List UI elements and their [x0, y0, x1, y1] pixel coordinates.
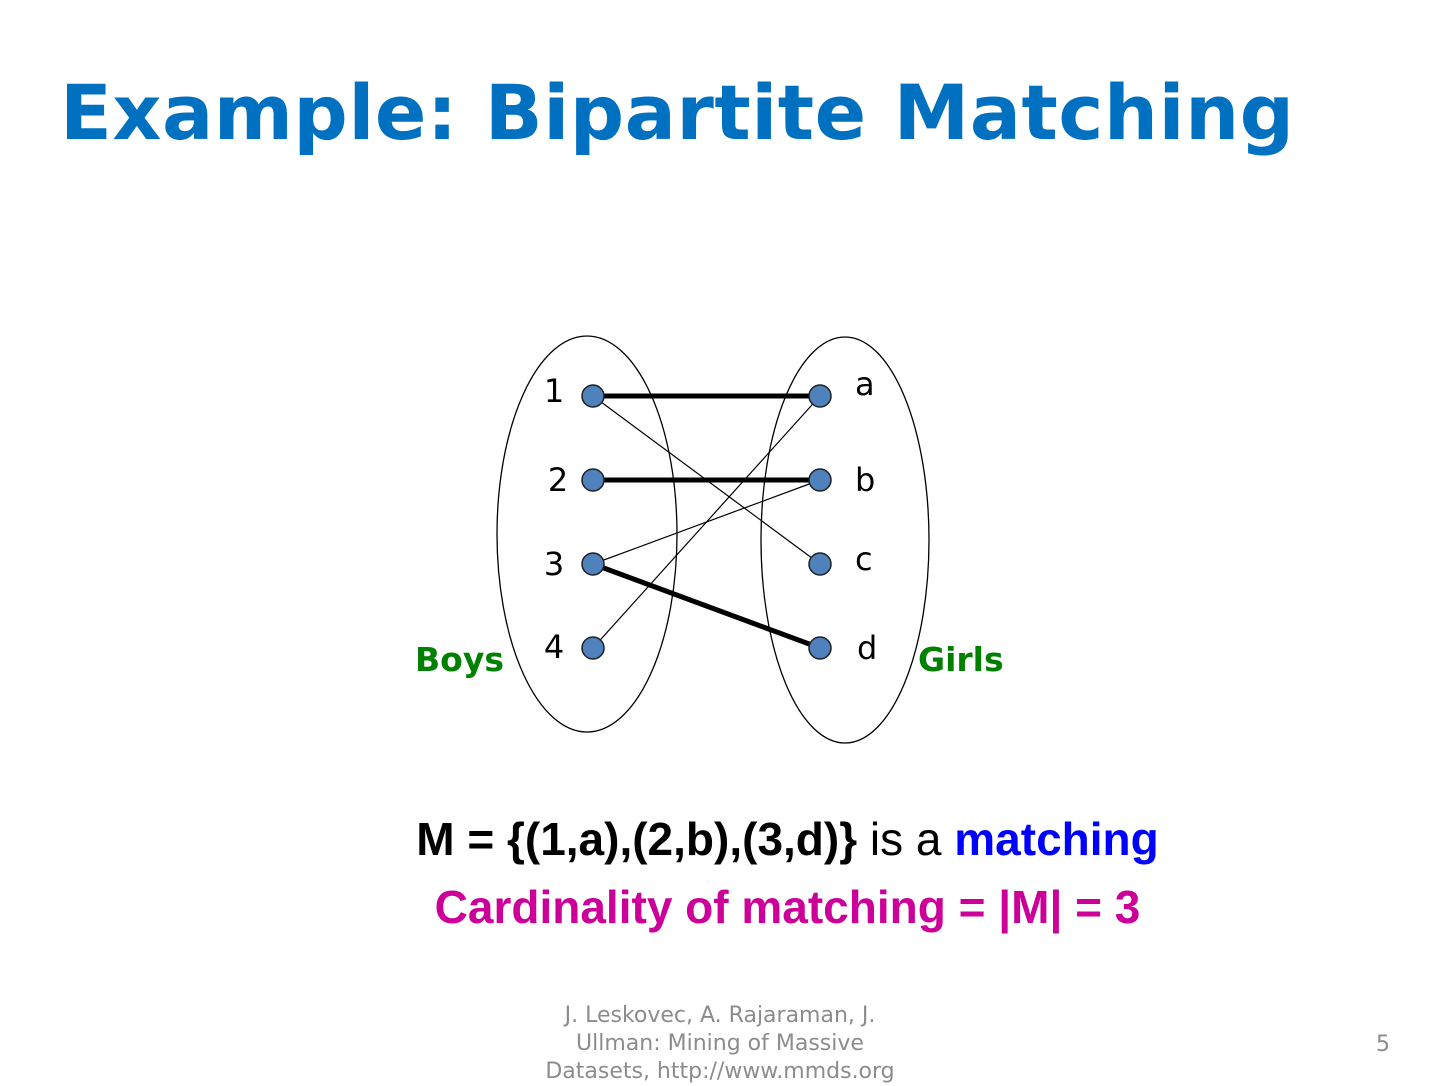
matching-term: matching: [954, 813, 1159, 865]
girl-node-label-b: b: [855, 461, 875, 499]
boys-label: Boys: [415, 640, 504, 679]
matching-statement: M = {(1,a),(2,b),(3,d)} is a matching: [0, 812, 1440, 866]
matching-connector: is a: [869, 813, 942, 865]
girl-node-d: [808, 636, 832, 660]
girl-node-b: [808, 468, 832, 492]
edges-layer: [592, 393, 821, 651]
edge-4-a: [592, 395, 821, 649]
boys-ellipse: [496, 335, 678, 733]
slide-title: Example: Bipartite Matching: [60, 68, 1295, 157]
girl-node-c: [808, 552, 832, 576]
citation-footer: J. Leskovec, A. Rajaraman, J. Ullman: Mi…: [520, 1002, 920, 1086]
girl-node-a: [808, 384, 832, 408]
citation-line: J. Leskovec, A. Rajaraman, J.: [564, 1003, 876, 1028]
girl-node-label-d: d: [857, 629, 877, 667]
citation-line: Datasets, http://www.mmds.org: [545, 1059, 895, 1084]
cardinality-statement: Cardinality of matching = |M| = 3: [434, 881, 1141, 933]
boy-node-2: [581, 468, 605, 492]
boy-node-label-1: 1: [544, 372, 564, 410]
matched-edge-3-d: [592, 561, 821, 651]
boy-node-1: [581, 384, 605, 408]
matching-set: M = {(1,a),(2,b),(3,d)}: [416, 813, 858, 865]
girls-label: Girls: [918, 640, 1004, 679]
page-number: 5: [1376, 1032, 1390, 1057]
boy-node-label-3: 3: [544, 545, 564, 583]
boy-node-label-4: 4: [544, 628, 564, 666]
girl-node-label-a: a: [855, 365, 875, 403]
boy-node-3: [581, 552, 605, 576]
citation-line: Ullman: Mining of Massive: [576, 1031, 864, 1056]
nodes-layer: 1 2 3 4 a b c d: [544, 365, 877, 667]
boy-node-4: [581, 636, 605, 660]
boy-node-label-2: 2: [548, 461, 568, 499]
girl-node-label-c: c: [855, 540, 873, 578]
girls-ellipse: [760, 336, 930, 744]
